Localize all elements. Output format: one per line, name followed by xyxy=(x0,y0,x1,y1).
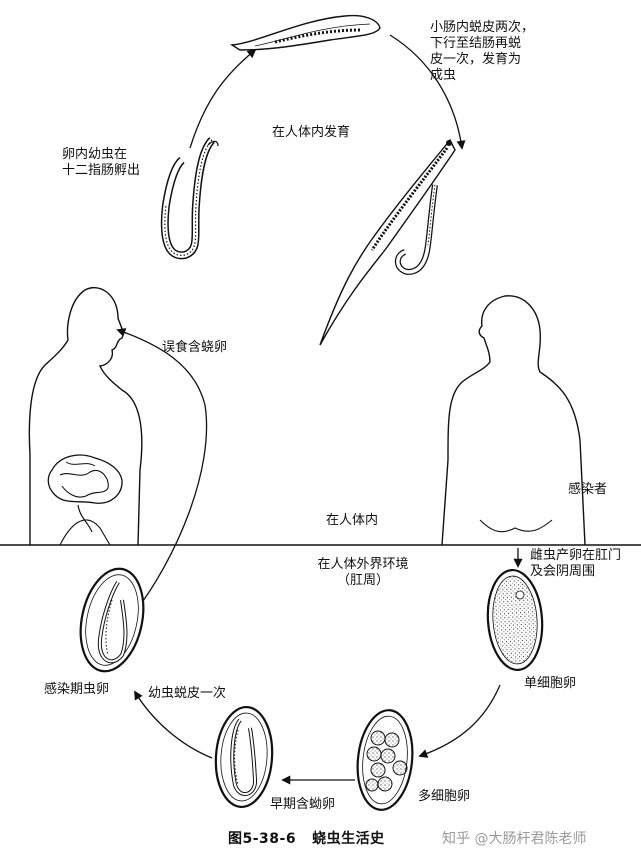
label-in-body-develop: 在人体内发育 xyxy=(272,125,351,140)
figure-number: 图5-38-6 xyxy=(228,831,297,847)
hatched-larva-illustration xyxy=(160,137,219,260)
label-single-cell: 单细胞卵 xyxy=(524,676,577,691)
larva-illustration-top xyxy=(229,14,381,51)
label-multi-cell: 多细胞卵 xyxy=(418,789,471,804)
arrow-hatch-to-larva xyxy=(189,48,257,149)
infective-egg xyxy=(79,567,145,673)
label-swallow: 误食含蛲卵 xyxy=(162,340,228,355)
label-infective-egg: 感染期虫卵 xyxy=(44,682,110,697)
multi-cell-egg xyxy=(356,709,414,811)
early-larva-egg xyxy=(214,705,274,809)
arrow-swallow-to-body xyxy=(116,328,208,613)
arrow-early-to-infective xyxy=(134,690,213,759)
adult-worm-illustration xyxy=(319,138,456,346)
label-outside-body: 在人体外界环境 （肛周） xyxy=(317,557,409,588)
label-hatch: 卵内幼虫在 十二指肠孵出 xyxy=(62,147,141,178)
left-human-silhouette xyxy=(28,287,143,546)
label-molt-develop: 小肠内蜕皮两次， 下行至结肠再蜕 皮一次，发育为 成虫 xyxy=(430,20,535,83)
single-cell-egg xyxy=(486,568,544,672)
label-infected-person: 感染者 xyxy=(568,482,608,497)
figure-title: 蛲虫生活史 xyxy=(312,831,385,847)
arrow-single-to-multi xyxy=(418,684,501,758)
label-lay-eggs: 雌虫产卵在肛门 及会阴周围 xyxy=(530,548,622,579)
label-larva-molt: 幼虫蜕皮一次 xyxy=(148,686,227,701)
figure-caption: 图5-38-6 蛲虫生活史 xyxy=(228,828,385,848)
label-early-egg: 早期含蚴卵 xyxy=(270,797,336,812)
label-in-body: 在人体内 xyxy=(326,513,379,528)
watermark: 知乎 @大肠杆君陈老师 xyxy=(442,831,587,847)
arrow-larva-to-adult xyxy=(389,34,466,150)
right-human-silhouette xyxy=(441,295,586,546)
